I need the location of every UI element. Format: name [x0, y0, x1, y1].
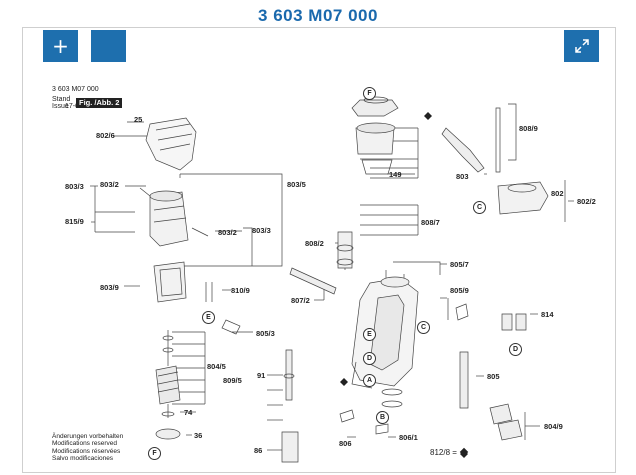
- figure-tag: Fig. /Abb. 2: [76, 98, 123, 108]
- note-line-fr: Modifications réservées: [52, 447, 121, 455]
- part-label-91: 91: [257, 371, 266, 380]
- part-label-25: 25: [134, 115, 143, 124]
- part-label-149: 149: [389, 170, 402, 179]
- part-label-803: 803: [456, 172, 469, 181]
- callout-letter-f-bottom: F: [148, 447, 161, 460]
- part-label-86: 86: [254, 446, 263, 455]
- part-label-815-9: 815/9: [65, 217, 84, 226]
- callout-letter-a: A: [363, 374, 376, 387]
- part-label-807-2: 807/2: [291, 296, 310, 305]
- callout-letter-c-right: C: [473, 201, 486, 214]
- diamond-icon: [459, 447, 469, 457]
- sheet-reference: 812/8 =: [430, 447, 469, 457]
- part-label-803-9: 803/9: [100, 283, 119, 292]
- page-title: 3 603 M07 000: [258, 6, 378, 25]
- callout-letter-e-left: E: [202, 311, 215, 324]
- part-label-806-1: 806/1: [399, 433, 418, 442]
- part-label-804-9: 804/9: [544, 422, 563, 431]
- zoom-in-button[interactable]: +: [43, 30, 78, 62]
- sheet-number: 3 603 M07 000: [52, 86, 99, 93]
- callout-letter-e-mid: E: [363, 328, 376, 341]
- callout-letter-d-right: D: [509, 343, 522, 356]
- part-label-803-2-b: 803/2: [218, 228, 237, 237]
- part-label-808-9: 808/9: [519, 124, 538, 133]
- part-label-806: 806: [339, 439, 352, 448]
- part-label-803-3: 803/3: [65, 182, 84, 191]
- part-label-803-5: 803/5: [287, 180, 306, 189]
- sheet-reference-text: 812/8 =: [430, 448, 457, 457]
- modifications-note: Änderungen vorbehalten Modifications res…: [52, 433, 123, 462]
- part-label-803-2: 803/2: [100, 180, 119, 189]
- fullscreen-button[interactable]: [564, 30, 599, 62]
- part-label-74: 74: [184, 408, 193, 417]
- part-label-810-9: 810/9: [231, 286, 250, 295]
- note-line-de: Änderungen vorbehalten: [52, 433, 124, 440]
- callout-letter-f-top: F: [363, 87, 376, 100]
- part-label-802: 802: [551, 189, 564, 198]
- part-label-36: 36: [194, 431, 203, 440]
- part-label-808-2: 808/2: [305, 239, 324, 248]
- part-label-809-5: 809/5: [223, 376, 242, 385]
- callout-letter-c-mid: C: [417, 321, 430, 334]
- issue-label: Issue: [52, 103, 69, 110]
- part-label-814: 814: [541, 310, 554, 319]
- part-label-803-3-b: 803/3: [252, 226, 271, 235]
- part-label-805: 805: [487, 372, 500, 381]
- callout-letter-d-mid: D: [363, 352, 376, 365]
- part-label-804-5: 804/5: [207, 362, 226, 371]
- note-line-en: Modifications reserved: [52, 440, 118, 448]
- plus-icon: +: [52, 34, 69, 58]
- part-label-802-2: 802/2: [577, 197, 596, 206]
- part-label-802-6: 802/6: [96, 131, 115, 140]
- callout-letter-b: B: [376, 411, 389, 424]
- zoom-out-button[interactable]: [91, 30, 126, 62]
- expand-arrows-icon: [574, 39, 589, 53]
- note-line-es: Salvo modificaciones: [52, 454, 114, 462]
- stand-label: Stand: [52, 96, 71, 103]
- part-label-805-3: 805/3: [256, 329, 275, 338]
- part-label-808-7: 808/7: [421, 218, 440, 227]
- part-label-805-9: 805/9: [450, 286, 469, 295]
- part-label-805-7: 805/7: [450, 260, 469, 269]
